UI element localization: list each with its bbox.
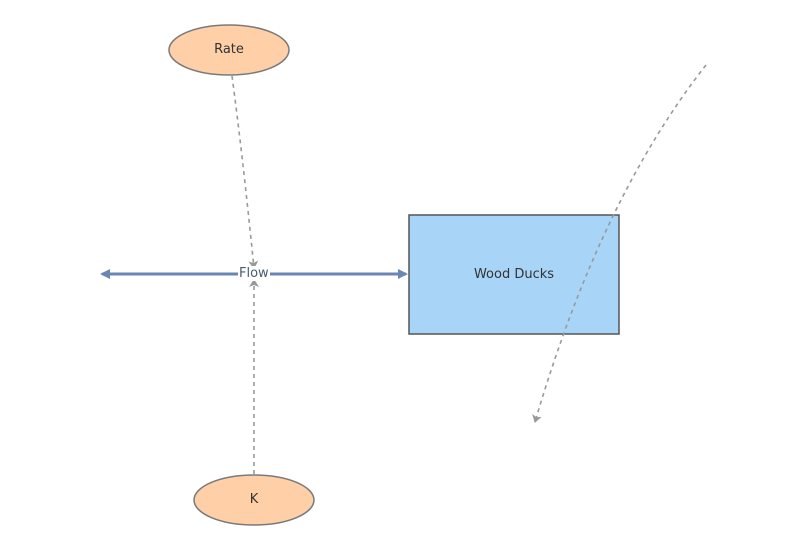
- link-loose[interactable]: [532, 64, 707, 423]
- variable-rate[interactable]: [168, 24, 290, 76]
- stock-wood-ducks-label: Wood Ducks: [473, 267, 555, 282]
- link-rate-to-flow[interactable]: [231, 75, 259, 269]
- variable-k-label: K: [249, 492, 259, 507]
- variable-rate-label: Rate: [214, 42, 244, 57]
- stock-wood-ducks[interactable]: [408, 214, 620, 335]
- variable-k[interactable]: [193, 474, 315, 526]
- flow-label: Flow: [238, 266, 270, 281]
